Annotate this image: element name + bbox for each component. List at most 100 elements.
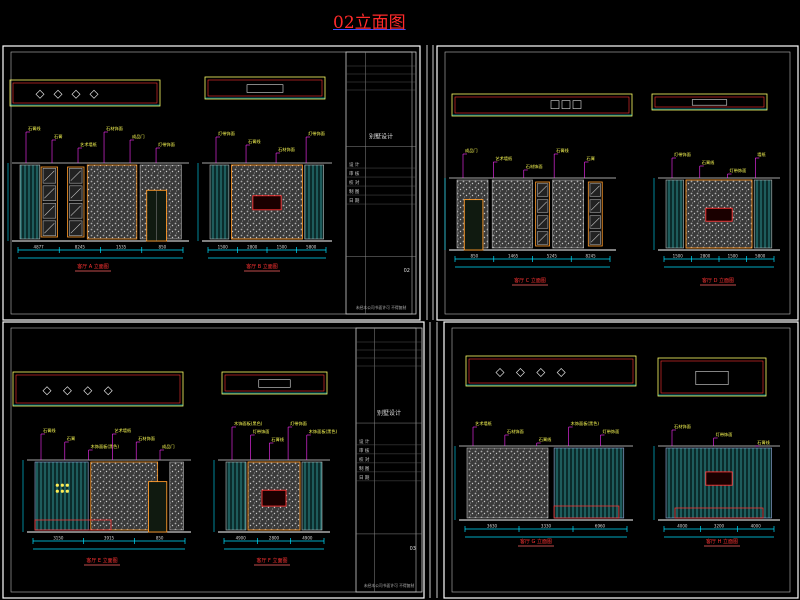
elevation-caption: 客厅 F 立面图 xyxy=(256,557,287,564)
dimension-value: 850 xyxy=(159,245,167,250)
elevation-label: 石材饰面 xyxy=(674,423,691,430)
dimension-value: 4877 xyxy=(34,245,45,250)
elevation-label: 灯带饰面 xyxy=(253,428,270,435)
plan-key-center xyxy=(246,84,284,93)
elevation-label: 灯带饰面 xyxy=(308,130,325,137)
dimension-value: 3150 xyxy=(53,536,64,541)
mirror-stroke xyxy=(538,201,547,211)
drawing-title: 02立面图 xyxy=(333,13,406,33)
plan-key xyxy=(651,93,768,111)
plan-key-diamond xyxy=(556,368,566,377)
dimension-value: 8245 xyxy=(75,245,86,250)
mirror-stroke xyxy=(590,217,600,227)
elevation-label: 灯带饰面 xyxy=(674,151,691,158)
mirror-stroke xyxy=(44,188,55,199)
dimension-value: 5800 xyxy=(306,245,317,250)
sheet-border xyxy=(443,321,799,599)
elevation-label: 石膏线 xyxy=(28,125,41,132)
tv-frame xyxy=(261,489,287,507)
plan-key-outline xyxy=(9,79,161,107)
decor-dot xyxy=(55,483,59,487)
title-block-border xyxy=(355,327,423,593)
elevation-label: 木饰面板(黑色) xyxy=(91,443,120,450)
plan-key-outline xyxy=(12,371,184,407)
plan-key xyxy=(204,76,326,100)
stone-wall xyxy=(491,179,533,249)
decor-dot xyxy=(65,489,69,493)
title-block-row-label: 设 计 xyxy=(359,438,370,445)
elevation-label: 木饰面板(黑色) xyxy=(571,420,600,427)
title-block-footer: 未经本公司书面许可 不得复制 xyxy=(356,305,407,310)
plan-key xyxy=(465,355,637,387)
tv-frame xyxy=(705,471,733,486)
sheet-frame-4 xyxy=(443,321,799,599)
plan-key-inner xyxy=(15,374,181,404)
stone-wall xyxy=(466,447,549,519)
door xyxy=(463,199,484,251)
plan-key-box xyxy=(561,100,571,109)
plan-key-diamond xyxy=(103,386,113,396)
dimension-value: 3330 xyxy=(541,524,552,529)
elevation-label: 石材饰面 xyxy=(138,435,155,442)
dimension-value: 2800 xyxy=(269,536,280,541)
elevation-label: 石膏 xyxy=(54,133,62,140)
dimension-value: 5245 xyxy=(547,254,558,259)
mirror-stroke xyxy=(70,205,81,216)
plan-key-outline xyxy=(651,93,768,111)
side-panel xyxy=(753,179,773,249)
dimension-value: 4900 xyxy=(302,536,313,541)
title-block-row-label: 校 对 xyxy=(349,179,360,186)
dimension-value: 4000 xyxy=(677,524,688,529)
side-panel xyxy=(225,461,247,531)
plan-key-inner xyxy=(207,79,323,97)
plan-key-diamond xyxy=(83,386,93,396)
plan-key-diamond xyxy=(89,89,99,99)
sofa-outline xyxy=(34,519,112,531)
dimension-value: 1500 xyxy=(277,245,288,250)
stone-wall xyxy=(86,164,138,240)
elevation-label: 灯带饰面 xyxy=(716,431,733,438)
elevation-label: 石材饰面 xyxy=(106,125,123,132)
plan-key-box xyxy=(550,100,560,109)
elevation-label: 木饰面板(黑色) xyxy=(309,428,338,435)
dimension-value: 4900 xyxy=(236,536,247,541)
mirror-stroke xyxy=(70,223,81,234)
plan-key xyxy=(221,371,328,395)
elevation-caption: 客厅 A 立面图 xyxy=(77,263,109,270)
elevation-label: 石膏线 xyxy=(43,427,56,434)
tv-frame xyxy=(705,207,733,222)
dimension-value: 850 xyxy=(471,254,479,259)
dimension-value: 2800 xyxy=(247,245,258,250)
sheet-inner-border xyxy=(10,327,417,593)
elevation-label: 墙纸 xyxy=(757,151,766,158)
plan-key xyxy=(12,371,184,407)
elevation-caption: 客厅 H 立面图 xyxy=(706,538,738,545)
stone-wall xyxy=(90,461,159,531)
dimension-value: 4000 xyxy=(751,524,762,529)
title-block-sheet-number: 02 xyxy=(404,268,410,274)
dimension-value: 5800 xyxy=(755,254,766,259)
plan-key-diamond xyxy=(495,368,505,377)
tv-frame xyxy=(252,195,282,211)
side-panel xyxy=(209,164,230,240)
side-panel xyxy=(665,179,684,249)
dimension-value: 1500 xyxy=(218,245,229,250)
plan-key-diamond xyxy=(42,386,52,396)
mirror-stroke xyxy=(70,170,81,181)
sheet-frame-1 xyxy=(2,45,421,321)
elevation-label: 灯带饰面 xyxy=(730,167,747,174)
mirror-column xyxy=(535,181,550,247)
dimension-value: 1465 xyxy=(508,254,519,259)
elevation-label: 石膏线 xyxy=(556,147,569,154)
